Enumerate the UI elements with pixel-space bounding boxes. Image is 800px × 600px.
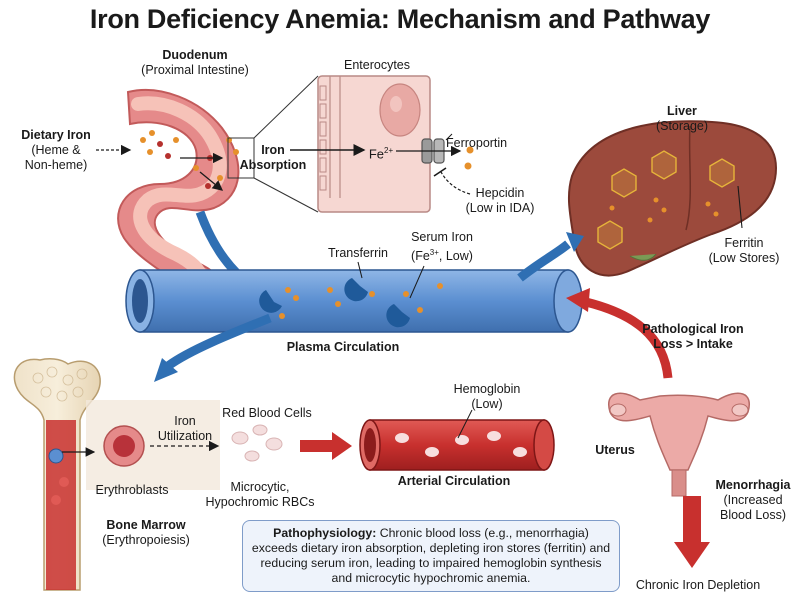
pathophysiology-heading: Pathophysiology:: [273, 526, 377, 540]
bone-marrow-label: Bone Marrow(Erythropoiesis): [102, 518, 190, 547]
enterocytes-label: Enterocytes: [343, 58, 410, 72]
ferroportin-label: Ferroportin: [446, 136, 508, 150]
microcytic-rbcs: [231, 424, 283, 462]
plasma-circulation-label: Plasma Circulation: [286, 340, 400, 354]
pathophysiology-box: Pathophysiology: Chronic blood loss (e.g…: [242, 520, 620, 592]
pathophysiology-text: Chronic blood loss (e.g., menorrhagia) e…: [251, 526, 611, 585]
uterus-label: Uterus: [595, 443, 635, 457]
duodenum-label: Duodenum(Proximal Intestine): [141, 48, 249, 77]
ferritin-label: Ferritin(Low Stores): [708, 236, 780, 265]
hemoglobin-label: Hemoglobin(Low): [453, 382, 521, 411]
erythroblast-cell: [103, 425, 145, 467]
bone-marrow-illustration: [13, 358, 101, 591]
fe2-label: Fe2+: [368, 146, 394, 162]
duodenum-illustration: [117, 88, 240, 293]
transferrin-label: Transferrin: [328, 246, 388, 260]
uterus-illustration: [608, 392, 750, 497]
liver-label: Liver(Storage): [655, 104, 709, 133]
enterocyte-cell: [317, 75, 431, 213]
hepcidin-label: Hepcidin(Low in IDA): [465, 186, 535, 215]
transferrin-molecules: [259, 278, 410, 328]
page-title: Iron Deficiency Anemia: Mechanism and Pa…: [89, 4, 711, 34]
arterial-vessel: [359, 419, 555, 471]
arterial-circulation-label: Arterial Circulation: [397, 474, 511, 488]
erythroblasts-label: Erythroblasts: [95, 483, 169, 497]
iron-particles: [140, 130, 239, 189]
chronic-depletion-label: Chronic Iron Depletion: [635, 578, 761, 592]
microcytic-rbcs-label: Microcytic,Hypochromic RBCs: [205, 480, 315, 509]
plasma-vessel: [125, 269, 583, 333]
red-blood-cells-label: Red Blood Cells: [222, 406, 312, 420]
serum-iron-label: Serum Iron (Fe3+, Low): [411, 230, 473, 264]
dietary-iron-label: Dietary Iron(Heme &Non-heme): [21, 128, 91, 172]
